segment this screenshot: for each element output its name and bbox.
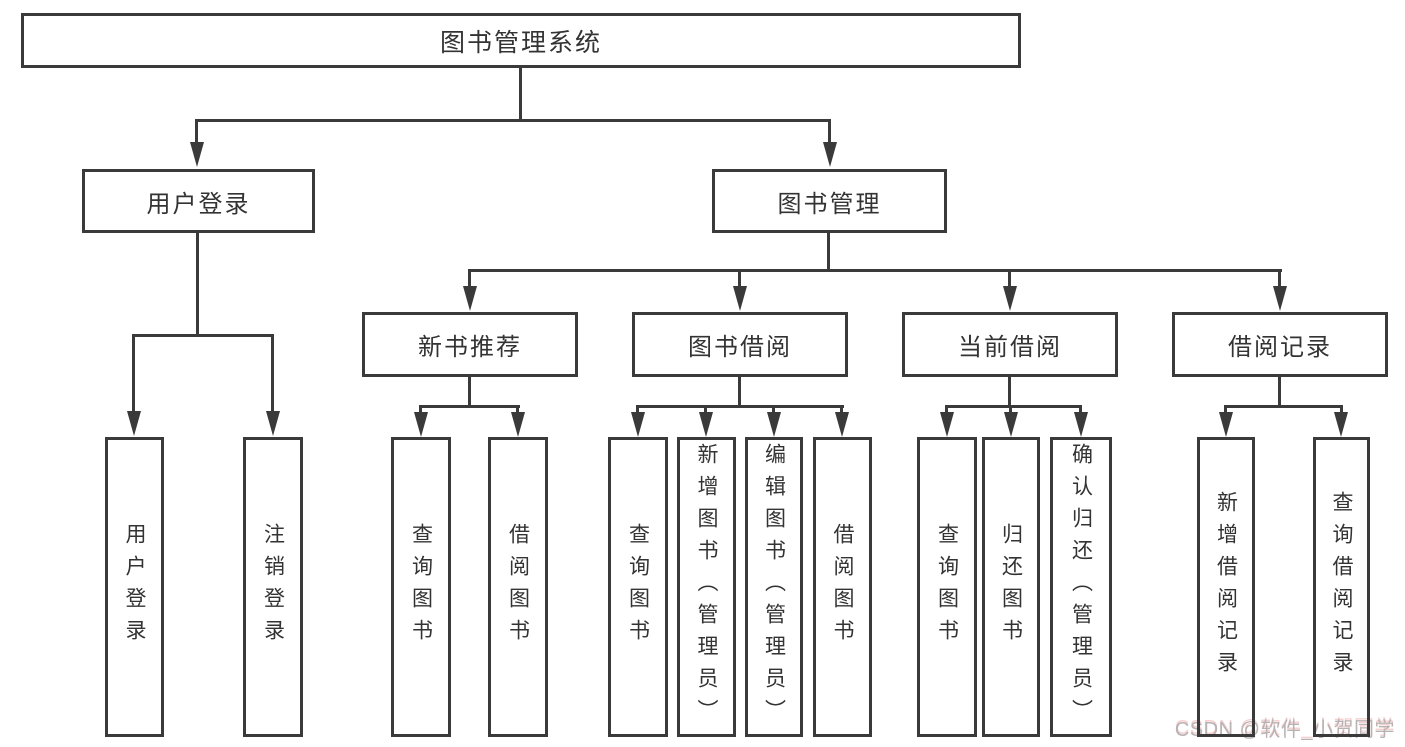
edge-line [945, 405, 948, 414]
edge-line [195, 119, 198, 145]
leaf-record-query-borrow-record-label: 查询借阅记录 [1330, 491, 1353, 683]
leaf-borrow-borrow-book-label: 借阅图书 [831, 523, 854, 651]
arrowhead-icon [767, 412, 781, 437]
leaf-borrow-edit-book-admin-label: 编辑图书（管理员） [762, 443, 786, 731]
csdn-watermark: CSDN @软件_小贺同学 [1174, 719, 1395, 741]
edge-line [827, 233, 830, 271]
edge-line [419, 405, 422, 414]
leaf-current-return-book-label: 归还图书 [999, 523, 1023, 651]
arrowhead-icon [266, 411, 280, 436]
leaf-user-login-label: 用户登录 [123, 523, 146, 651]
arrowhead-icon [1273, 286, 1287, 311]
leaf-current-query-book-label: 查询图书 [935, 523, 959, 651]
node-root: 图书管理系统 [21, 13, 1021, 68]
node-new-book-recommend: 新书推荐 [362, 312, 578, 377]
edge-line [1224, 405, 1343, 408]
arrowhead-icon [823, 142, 837, 167]
edge-line [468, 269, 1282, 272]
edge-line [519, 68, 522, 120]
leaf-newbook-query-book: 查询图书 [391, 437, 451, 737]
arrowhead-icon [835, 412, 849, 437]
leaf-logout-login-label: 注销登录 [261, 523, 285, 651]
node-current-borrow: 当前借阅 [902, 312, 1118, 377]
arrowhead-icon [631, 412, 645, 437]
leaf-borrow-query-book: 查询图书 [608, 437, 668, 737]
arrowhead-icon [190, 142, 204, 167]
leaf-current-confirm-return-admin: 确认归还（管理员） [1050, 437, 1112, 737]
edge-line [1079, 405, 1082, 414]
leaf-record-add-borrow-record-label: 新增借阅记录 [1214, 491, 1238, 683]
arrowhead-icon [463, 286, 477, 311]
edge-line [636, 405, 639, 414]
leaf-borrow-borrow-book: 借阅图书 [813, 437, 872, 737]
leaf-borrow-add-book-admin-label: 新增图书（管理员） [695, 443, 718, 731]
edge-line [516, 405, 519, 414]
edge-line [132, 334, 135, 412]
edge-line [738, 269, 741, 289]
node-borrow-record: 借阅记录 [1172, 312, 1388, 377]
node-book-borrow-label: 图书借阅 [688, 334, 792, 361]
arrowhead-icon [1003, 286, 1017, 311]
edge-line [419, 405, 520, 408]
leaf-current-confirm-return-admin-label: 确认归还（管理员） [1069, 443, 1093, 731]
edge-line [271, 334, 274, 412]
leaf-newbook-query-book-label: 查询图书 [409, 523, 433, 651]
edge-line [195, 119, 831, 122]
node-current-borrow-label: 当前借阅 [958, 334, 1062, 361]
edge-line [1224, 405, 1227, 414]
leaf-borrow-add-book-admin: 新增图书（管理员） [677, 437, 736, 737]
edge-line [738, 377, 741, 407]
node-book-management: 图书管理 [712, 169, 947, 233]
node-book-management-label: 图书管理 [777, 190, 882, 218]
arrowhead-icon [127, 411, 141, 436]
edge-line [1008, 269, 1011, 289]
edge-line [1278, 377, 1281, 407]
leaf-newbook-borrow-book: 借阅图书 [488, 437, 548, 737]
edge-line [772, 405, 775, 414]
leaf-current-return-book: 归还图书 [982, 437, 1040, 737]
arrowhead-icon [414, 412, 428, 437]
edge-line [840, 405, 843, 414]
arrowhead-icon [1334, 412, 1348, 437]
arrowhead-icon [1219, 412, 1233, 437]
arrowhead-icon [1004, 412, 1018, 437]
edge-line [1008, 377, 1011, 407]
edge-line [1340, 405, 1343, 414]
leaf-newbook-borrow-book-label: 借阅图书 [506, 523, 530, 651]
node-user-login: 用户登录 [82, 169, 315, 233]
edge-line [1009, 405, 1012, 414]
leaf-record-query-borrow-record: 查询借阅记录 [1313, 437, 1370, 737]
arrowhead-icon [699, 412, 713, 437]
leaf-logout-login: 注销登录 [243, 437, 303, 737]
edge-line [828, 119, 831, 145]
edge-line [468, 269, 471, 289]
leaf-borrow-edit-book-admin: 编辑图书（管理员） [745, 437, 803, 737]
leaf-user-login: 用户登录 [105, 437, 164, 737]
leaf-record-add-borrow-record: 新增借阅记录 [1197, 437, 1255, 737]
edge-line [132, 334, 274, 337]
edge-line [1278, 269, 1281, 289]
node-borrow-record-label: 借阅记录 [1228, 334, 1332, 361]
leaf-borrow-query-book-label: 查询图书 [626, 523, 650, 651]
arrowhead-icon [940, 412, 954, 437]
arrowhead-icon [511, 412, 525, 437]
node-new-book-recommend-label: 新书推荐 [418, 334, 522, 361]
edge-line [636, 405, 844, 408]
edge-line [704, 405, 707, 414]
arrowhead-icon [1074, 412, 1088, 437]
node-root-label: 图书管理系统 [439, 28, 602, 57]
leaf-current-query-book: 查询图书 [917, 437, 977, 737]
node-book-borrow: 图书借阅 [632, 312, 848, 377]
edge-line [196, 233, 199, 335]
node-user-login-label: 用户登录 [146, 190, 251, 218]
arrowhead-icon [733, 286, 747, 311]
edge-line [945, 405, 1082, 408]
edge-line [468, 377, 471, 407]
